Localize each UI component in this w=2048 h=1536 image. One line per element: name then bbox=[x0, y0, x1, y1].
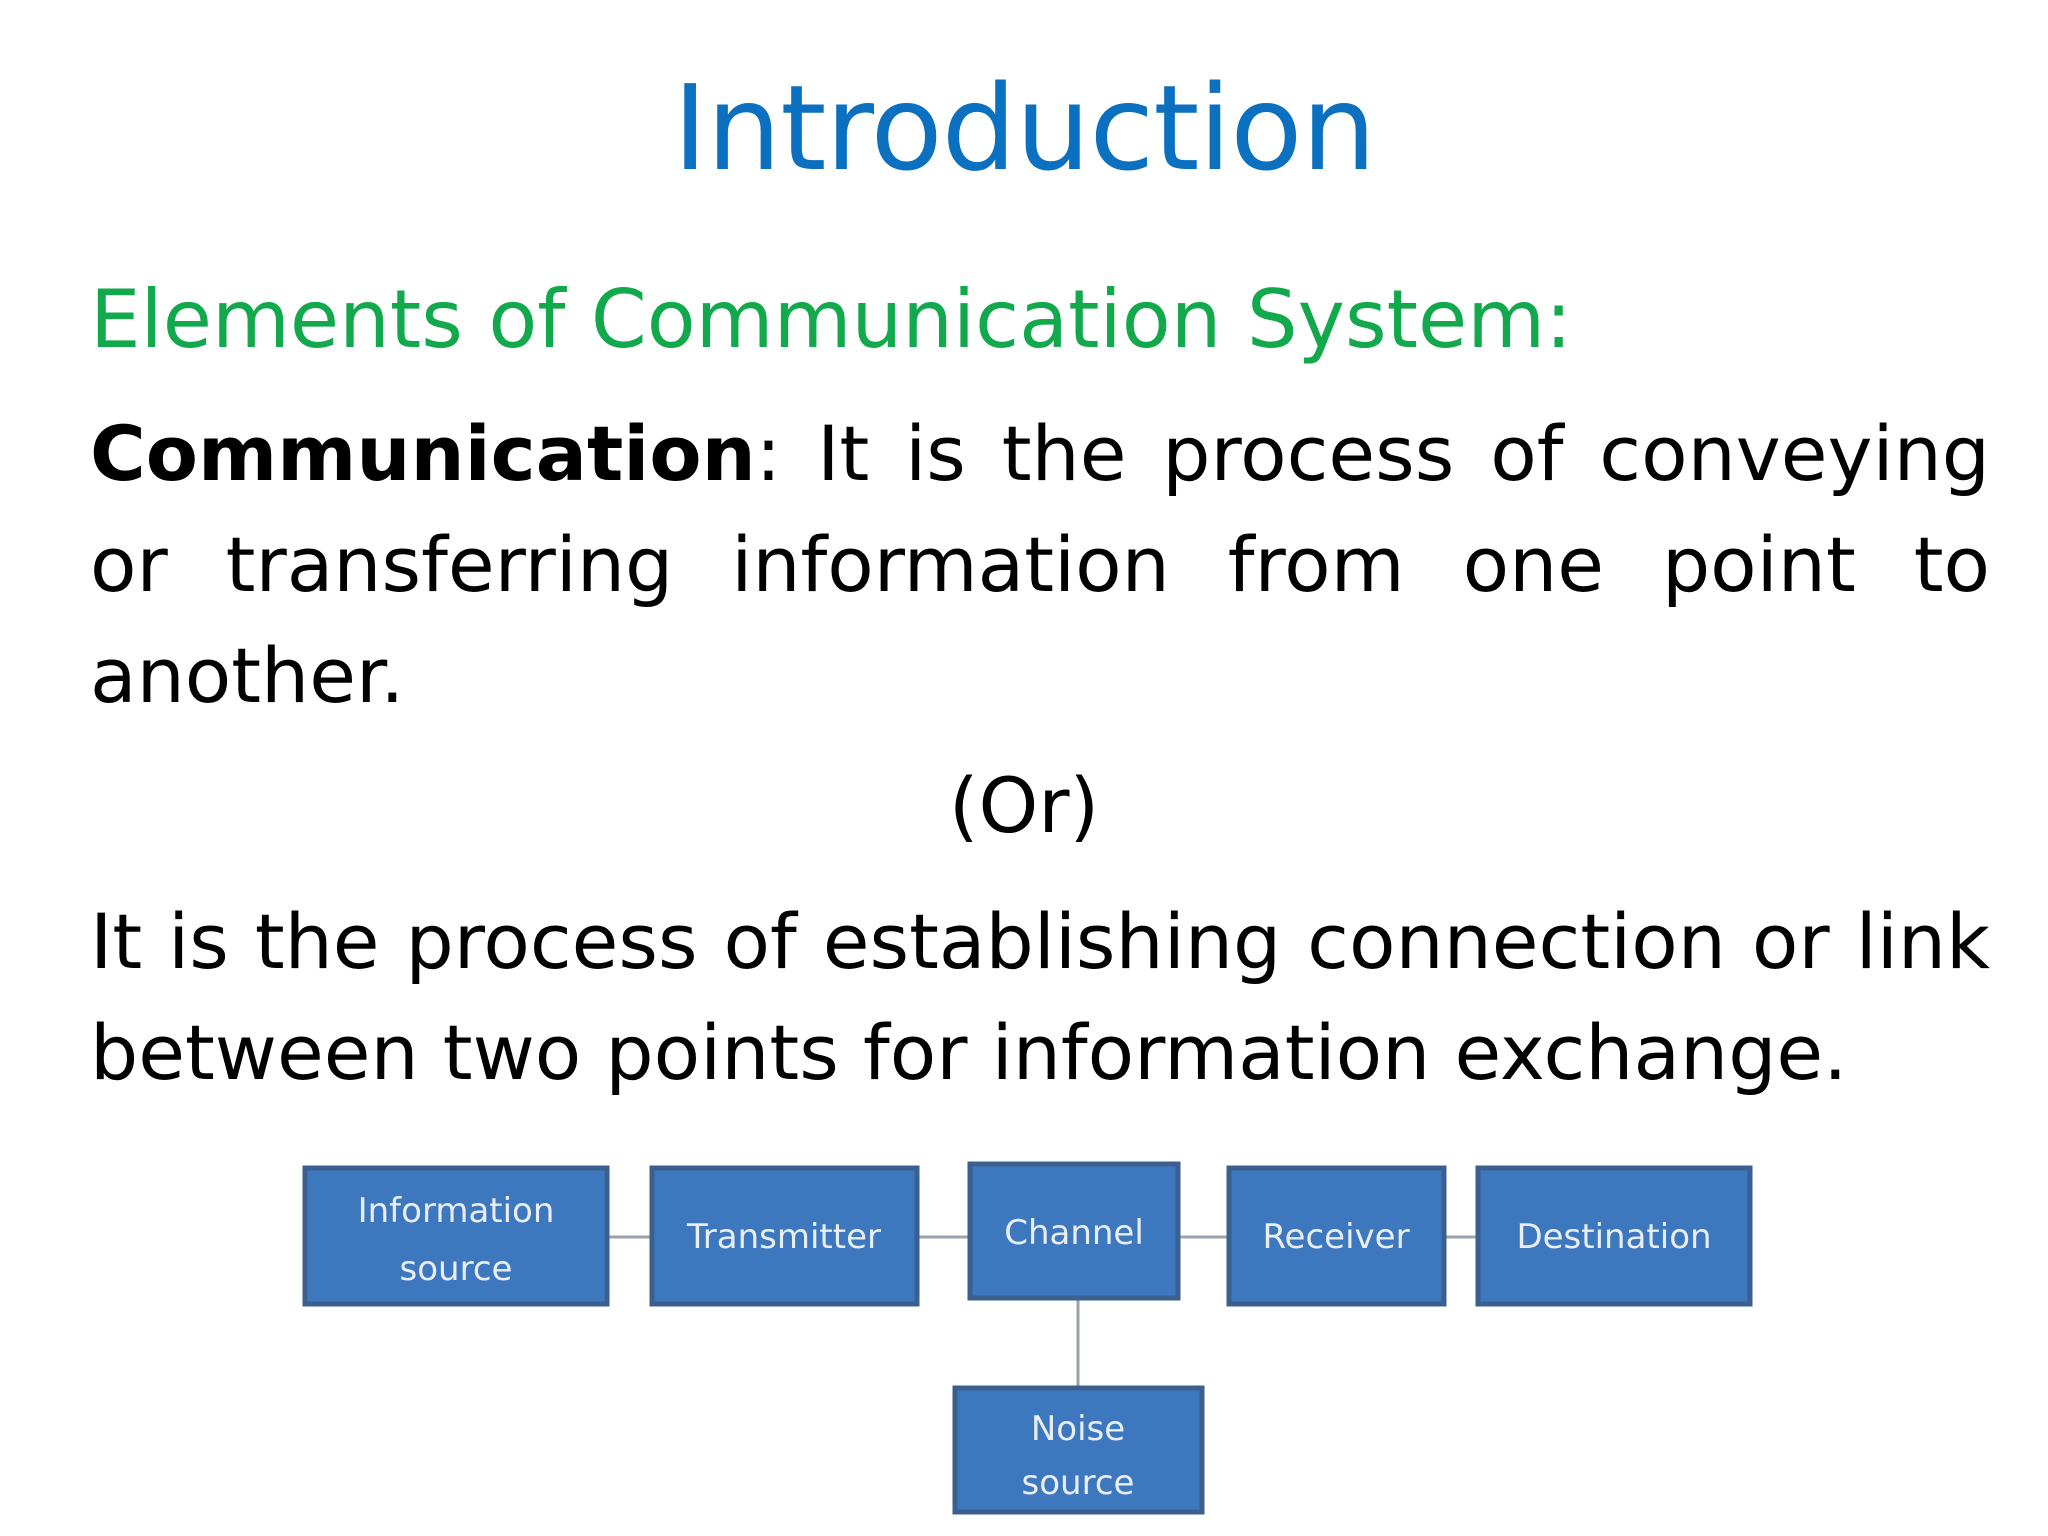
block-transmitter: Transmitter bbox=[649, 1165, 920, 1307]
block-information-source: Information source bbox=[302, 1165, 610, 1307]
block-destination: Destination bbox=[1475, 1165, 1753, 1307]
slide-subtitle: Elements of Communication System: bbox=[90, 273, 1573, 366]
block-receiver-label: Receiver bbox=[1262, 1217, 1409, 1257]
block-receiver: Receiver bbox=[1226, 1165, 1447, 1307]
block-noise-source-line1: Noise bbox=[1031, 1409, 1125, 1449]
block-destination-label: Destination bbox=[1516, 1217, 1711, 1257]
or-separator: (Or) bbox=[948, 761, 1100, 850]
block-information-source-line2: source bbox=[400, 1249, 513, 1289]
definition-text: : It is the process of conveying or tran… bbox=[90, 409, 1990, 720]
alternate-definition: It is the process of establishing connec… bbox=[90, 897, 1990, 1097]
block-channel: Channel bbox=[967, 1161, 1181, 1301]
block-noise-source: Noise source bbox=[952, 1385, 1205, 1515]
block-information-source-line1: Information bbox=[358, 1191, 555, 1231]
block-transmitter-label: Transmitter bbox=[686, 1217, 881, 1257]
definition-term: Communication bbox=[90, 409, 756, 498]
block-channel-label: Channel bbox=[1004, 1213, 1144, 1253]
slide-title: Introduction bbox=[672, 59, 1377, 197]
block-noise-source-line2: source bbox=[1022, 1463, 1135, 1503]
definition-paragraph: Communication: It is the process of conv… bbox=[90, 398, 1990, 731]
